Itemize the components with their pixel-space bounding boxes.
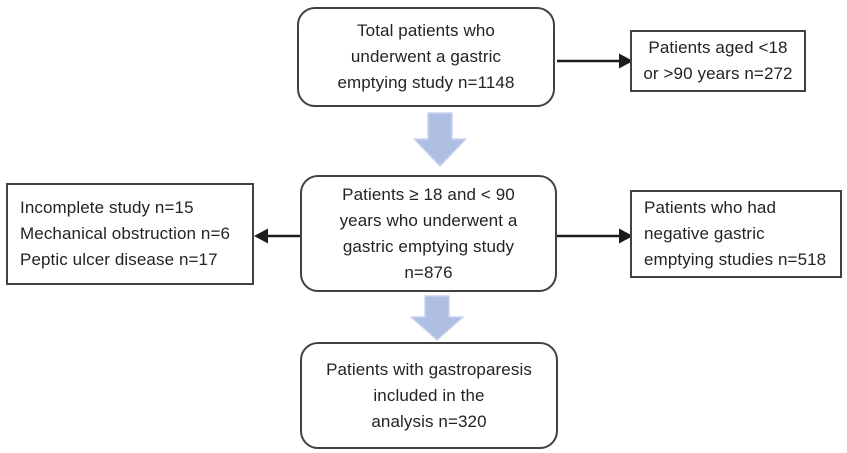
node-total-patients: Total patients who underwent a gastric e… xyxy=(297,7,555,107)
node-excluded-age: Patients aged <18 or >90 years n=272 xyxy=(630,30,806,92)
node-included-final: Patients with gastroparesis included in … xyxy=(300,342,558,449)
text-line: emptying studies n=518 xyxy=(644,250,827,269)
node-eligible-patients: Patients ≥ 18 and < 90 years who underwe… xyxy=(300,175,557,292)
text-line: underwent a gastric xyxy=(350,47,502,66)
arrowhead-right-icon xyxy=(619,53,633,69)
text-line: negative gastric xyxy=(644,224,765,243)
arrowhead-left-icon xyxy=(254,228,268,244)
text-line: analysis n=320 xyxy=(371,411,487,431)
text-line: Mechanical obstruction n=6 xyxy=(20,224,231,243)
text-line: gastric emptying study xyxy=(342,236,515,256)
text-line: Patients ≥ 18 and < 90 xyxy=(342,184,515,204)
text-line: Peptic ulcer disease n=17 xyxy=(20,250,218,269)
text-line: Incomplete study n=15 xyxy=(20,198,194,217)
text-line: Patients aged <18 xyxy=(648,38,788,57)
text-line: years who underwent a xyxy=(339,210,518,230)
text-line: n=876 xyxy=(404,262,453,282)
text-line: emptying study n=1148 xyxy=(337,73,515,92)
text-line: included in the xyxy=(373,385,485,405)
text-line: or >90 years n=272 xyxy=(643,64,793,83)
node-negative-studies: Patients who had negative gastric emptyi… xyxy=(630,190,842,278)
arrowhead-right-icon xyxy=(619,228,633,244)
down-block-arrow-icon xyxy=(413,112,467,167)
node-excluded-reasons: Incomplete study n=15 Mechanical obstruc… xyxy=(6,183,254,285)
down-block-arrow-icon xyxy=(410,295,464,341)
text-line: Patients who had xyxy=(644,198,777,217)
text-line: Patients with gastroparesis xyxy=(326,359,532,379)
text-line: Total patients who xyxy=(357,21,495,40)
